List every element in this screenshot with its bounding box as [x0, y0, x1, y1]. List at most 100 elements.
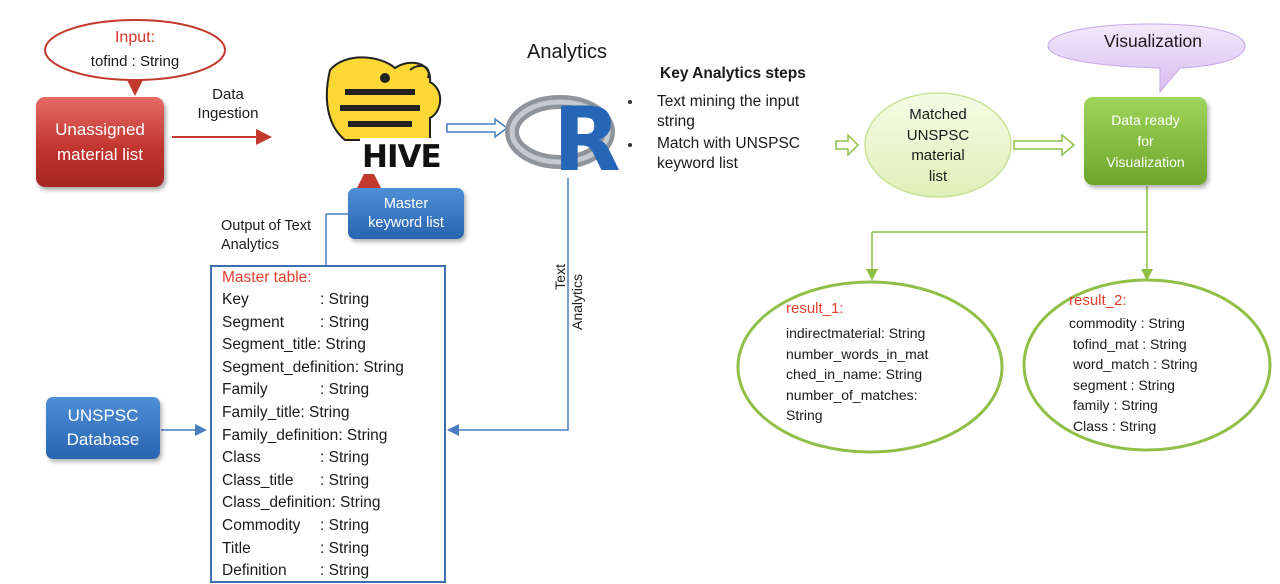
result-1-line: String: [786, 407, 823, 423]
result-2-line: segment : String: [1073, 376, 1175, 393]
master-table-field-type: : String: [320, 313, 370, 331]
input-callout-value: tofind : String: [90, 53, 180, 70]
master-keyword-list-box[interactable]: Master keyword list: [348, 188, 464, 239]
master-table-field-type: : String: [331, 494, 381, 512]
master-table-field-name: Segment_title: [222, 336, 317, 354]
result-2-line: word_match : String: [1073, 356, 1198, 372]
master-table-field-type: : String: [320, 381, 370, 399]
master-table-field-type: : String: [320, 449, 370, 467]
text-analytics-vertical-label: Text Analytics: [552, 264, 586, 330]
result-1-line: indirectmaterial: String: [786, 325, 926, 341]
result-1-line: number_words_in_mat: [786, 345, 929, 362]
data-ready-line3: Visualization: [1106, 153, 1185, 170]
matched-to-dataready-arrow: [1013, 133, 1076, 157]
master-keyword-line2: keyword list: [368, 214, 444, 231]
matched-material-list-label[interactable]: Matched UNSPSC material list: [880, 105, 996, 187]
master-table-field-name: Class_definition: [222, 494, 332, 512]
master-table-field-name: Key: [222, 291, 249, 308]
key-step-1: Text mining the input string: [657, 92, 799, 132]
master-table-field-type: : String: [354, 358, 404, 376]
result-1-line: number_of_matches:: [786, 386, 918, 403]
visualization-callout-title: Visualization: [1104, 31, 1202, 51]
result-1-line: ched_in_name: String: [786, 366, 923, 382]
result-1-body: indirectmaterial: String number_words_in…: [786, 323, 928, 426]
text-analytics-connector: [447, 178, 569, 436]
r-logo: [505, 95, 615, 169]
master-table-field-type: : String: [316, 336, 366, 354]
master-keyword-line1: Master: [383, 195, 429, 212]
unassigned-line1: Unassigned: [55, 120, 145, 139]
text-analytics-line2: Analytics: [569, 273, 585, 330]
unassigned-material-list-box[interactable]: Unassigned material list: [36, 97, 164, 187]
master-table-row: Key : String: [222, 291, 369, 309]
result-2-line: tofind_mat : String: [1073, 335, 1187, 352]
master-table-field-name: Family_definition: [222, 426, 339, 444]
output-text-analytics-label: Output of Text Analytics: [221, 217, 311, 255]
matched-line1: Matched: [909, 106, 967, 123]
matched-ellipse: [864, 92, 1012, 198]
key-step-1-line2: string: [657, 113, 695, 130]
result-1-title: result_1:: [786, 300, 844, 317]
master-table-row: Commodity : String: [222, 517, 369, 535]
result-1-ellipse: [736, 280, 1004, 454]
master-table-field-type: : String: [300, 404, 350, 421]
master-table-row: Class_title : String: [222, 472, 369, 490]
visualization-callout-shape: [1047, 23, 1246, 94]
bullet-2: [628, 143, 632, 147]
matched-line4: list: [928, 167, 948, 185]
master-table-row: Family_definition: String: [222, 427, 387, 445]
master-table-field-name: Segment_definition: [222, 358, 355, 376]
master-table-field-name: Segment: [222, 313, 285, 331]
master-table-row: Definition : String: [222, 562, 369, 580]
key-step-2-line2: keyword list: [657, 155, 738, 172]
master-table-row: Title: String: [222, 540, 369, 558]
master-table-row: Family : String: [222, 381, 369, 399]
master-table-row: Class: String: [222, 449, 369, 467]
master-table-field-name: Class_title: [222, 471, 294, 489]
steps-to-matched-arrow: [835, 133, 860, 157]
master-table-field-name: Commodity: [222, 517, 301, 534]
output-text-line2: Analytics: [221, 237, 280, 253]
data-ingestion-line1: Data: [212, 86, 244, 103]
data-ready-box[interactable]: Data ready for Visualization: [1084, 97, 1207, 185]
analytics-title: Analytics: [527, 41, 608, 63]
master-table-field-type: : String: [320, 517, 370, 534]
master-table-row: Segment : String: [222, 314, 369, 332]
master-table-field-name: Definition: [222, 562, 287, 580]
unspsc-db-line1: UNSPSC: [67, 406, 139, 425]
master-table-field-name: Family: [222, 381, 268, 399]
result-2-line: Class : String: [1073, 417, 1157, 434]
matched-line3: material: [911, 147, 965, 164]
data-ingestion-label: Data Ingestion: [186, 85, 270, 123]
master-table-field-type: : String: [338, 426, 388, 444]
result-2-body: commodity : String tofind_mat : String w…: [1069, 313, 1198, 436]
key-step-1-line1: Text mining the input: [657, 93, 800, 110]
master-table-field-name: Title: [222, 539, 251, 557]
master-table-field-type: : String: [320, 471, 370, 489]
hive-logo: [325, 56, 450, 174]
result-2-title: result_2:: [1069, 292, 1127, 309]
master-table-field-type: : String: [320, 291, 370, 308]
bullet-1: [628, 100, 632, 104]
master-table-field-type: : String: [320, 562, 370, 580]
master-table-field-name: Family_title: [222, 404, 301, 421]
unspsc-db-line2: Database: [66, 430, 140, 449]
key-steps-title: Key Analytics steps: [660, 65, 806, 82]
key-step-2-line1: Match with UNSPSC: [657, 135, 800, 152]
matched-line2: UNSPSC: [906, 126, 970, 144]
input-callout-title: Input:: [114, 29, 156, 46]
hive-to-r-arrow: [446, 117, 509, 139]
r-logo-letter: R: [553, 88, 621, 191]
result-2-ellipse: [1022, 278, 1272, 452]
hive-logo-text: HIVE: [362, 139, 442, 175]
master-table-row: Segment_title: String: [222, 336, 366, 354]
key-step-2: Match with UNSPSC keyword list: [657, 134, 800, 174]
master-table-row: Segment_definition: String: [222, 359, 404, 377]
data-ready-line2: for: [1137, 132, 1154, 149]
text-analytics-line1: Text: [552, 264, 568, 290]
unspsc-database-box[interactable]: UNSPSC Database: [46, 397, 160, 459]
result-2-line: commodity : String: [1069, 315, 1185, 331]
unassigned-line2: material list: [57, 145, 143, 164]
